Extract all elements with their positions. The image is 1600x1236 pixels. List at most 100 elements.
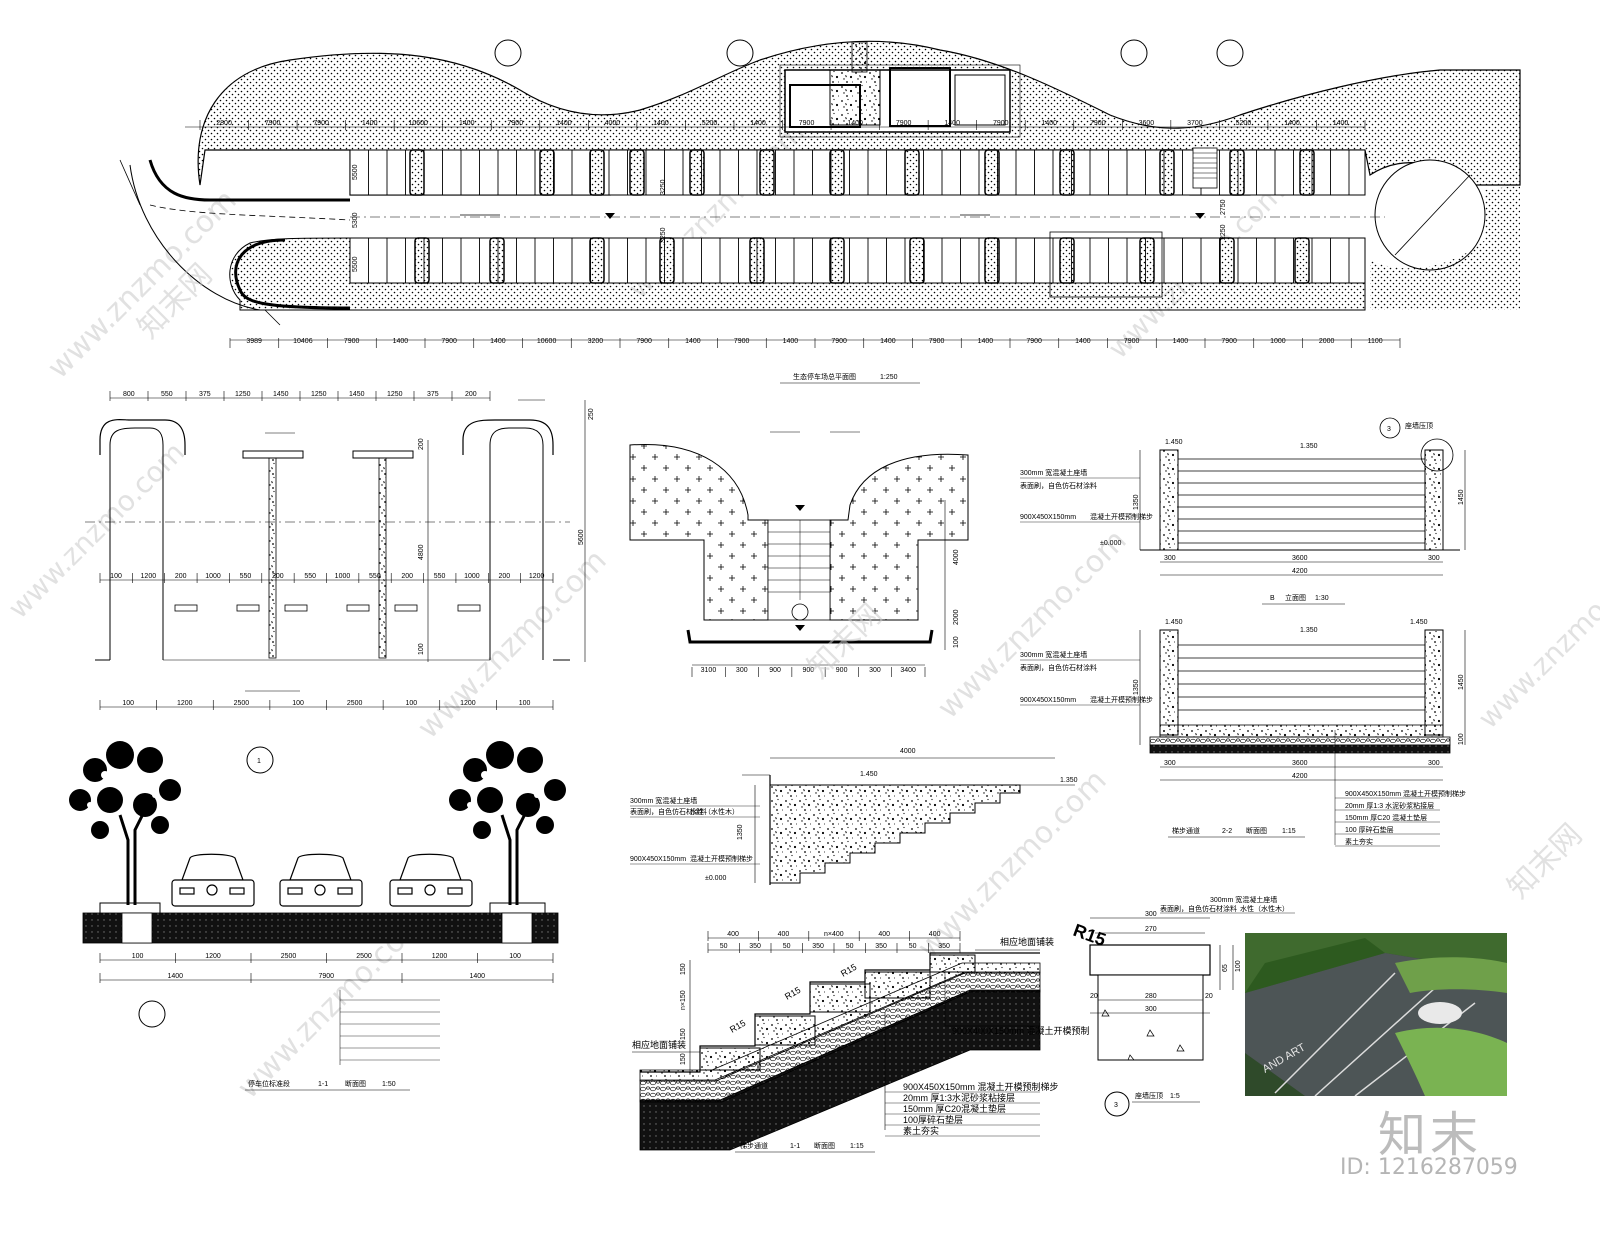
stair-plan-dim: 3100	[701, 667, 717, 674]
plan-dim-top: 7900	[896, 120, 912, 127]
plan-dim-bottom: 3989	[246, 338, 262, 345]
stair-section-note: 混凝土开模预制梯步	[690, 854, 753, 863]
s22-dim: 300	[1428, 760, 1440, 767]
elev-title: B	[1270, 595, 1275, 602]
plan-dim-bottom: 1400	[978, 338, 994, 345]
step-right-label: 900X400X150mm 混凝土开模预制	[952, 1025, 1090, 1036]
step-sub-dim: 350	[875, 943, 887, 950]
car-icon	[389, 853, 473, 907]
sec11-mid-dim: 1000	[464, 573, 480, 580]
s22-dim: 3600	[1292, 760, 1308, 767]
plan-lane-dim: 3250	[660, 227, 667, 243]
plan-dim-bottom: 1400	[880, 338, 896, 345]
step-top-dim: n×400	[824, 931, 844, 938]
step-layer-note: 100厚碎石垫层	[903, 1114, 963, 1125]
stair-plan-dim: 900	[769, 667, 781, 674]
step-height-dim: 150	[680, 1028, 687, 1040]
s22-note: 900X450X150mm	[1020, 697, 1076, 704]
plan-title: 生态停车场总平面图	[793, 372, 856, 381]
sec11-top-dim: 550	[161, 391, 173, 398]
plan-dim-top: 1400	[1041, 120, 1057, 127]
step-top-dim: 400	[727, 931, 739, 938]
s22-level: 1.350	[1300, 627, 1318, 634]
plan-dim-bottom: 10600	[537, 338, 557, 345]
s22-layer-note: 20mm 厚1:3 水泥砂浆粘接层	[1345, 801, 1434, 810]
s22-layer-note: 150mm 厚C20 混凝土垫层	[1345, 813, 1427, 822]
parking-stalls-north	[349, 149, 1350, 196]
section-marker-label: 1	[257, 758, 261, 765]
plan-lane-dim: 2750	[1220, 199, 1227, 215]
sec11-bot-dim: 100	[405, 700, 417, 707]
step-radius: R15	[839, 962, 858, 979]
step-radius: R15	[783, 985, 802, 1002]
sec11-base-dim: 2500	[356, 953, 372, 960]
stair-plan-dim: 3400	[900, 667, 916, 674]
stair-section-title: 梯步通道	[740, 1141, 768, 1150]
coping-dim: 270	[1145, 926, 1157, 933]
sec11-side-dim: 200	[418, 438, 425, 450]
coping-note: 表面刷，自色仿石材涂料	[1160, 904, 1237, 913]
s22-note: 表面刷，自色仿石材涂料	[1020, 663, 1097, 672]
sec11-mid-dim: 1200	[141, 573, 157, 580]
plan-lane-dim: 5300	[352, 212, 359, 228]
plan-dim-bottom: 7900	[441, 338, 457, 345]
plan-dim-bottom: 2000	[1319, 338, 1335, 345]
sec11-top-dim: 375	[199, 391, 211, 398]
plan-dim-top: 7900	[265, 120, 281, 127]
stair-section-top-dim: 4000	[900, 748, 916, 755]
plan-dim-top: 5200	[1236, 120, 1252, 127]
elev-dim: 300	[1164, 555, 1176, 562]
s22-layer-note: 100 厚碎石垫层	[1345, 825, 1394, 834]
plan-dim-bottom: 1400	[685, 338, 701, 345]
sec11-side-dim: 5600	[578, 529, 585, 545]
s22-layer-note: 素土夯实	[1345, 837, 1373, 846]
sec11-mid-dim: 100	[110, 573, 122, 580]
coping-dim: 300	[1145, 1006, 1157, 1013]
stair-plan-dim: 300	[736, 667, 748, 674]
sec11-base-dim: 100	[132, 953, 144, 960]
step-left-label: 相应地面铺装	[632, 1039, 686, 1050]
sec11-mid-dim: 1000	[335, 573, 351, 580]
sec11-bot-dim: 100	[122, 700, 134, 707]
section11-sub: 1-1	[318, 1081, 328, 1088]
stair-section-level: 1.450	[860, 771, 878, 778]
elev-height: 1450	[1458, 489, 1465, 505]
coping-note: 300mm 宽混凝土座墙	[1210, 895, 1277, 904]
toilet-building	[784, 69, 1011, 133]
sec11-base-total: 1400	[168, 973, 184, 980]
s22-height: 1450	[1458, 674, 1465, 690]
plan-dim-top: 1400	[459, 120, 475, 127]
plan-dim-bottom: 1400	[1173, 338, 1189, 345]
coping-title: 座墙压顶	[1135, 1091, 1163, 1100]
plan-dim-top: 1400	[556, 120, 572, 127]
stall-section-11: 1	[69, 741, 566, 1091]
step-layer-note: 150mm 厚C20混凝土垫层	[903, 1103, 1006, 1114]
plan-dim-top: 1400	[750, 120, 766, 127]
step-sub-dim: 50	[909, 943, 917, 950]
elev-note: 300mm 宽混凝土座墙	[1020, 468, 1087, 477]
sec11-top-dim: 375	[427, 391, 439, 398]
parking-stalls-south	[349, 237, 1350, 284]
s22-title: 梯步通道	[1172, 826, 1200, 835]
step-radius: R15	[728, 1018, 747, 1035]
step-sub-dim: 50	[720, 943, 728, 950]
plan-dim-top: 1400	[653, 120, 669, 127]
step-sub-dim: 50	[846, 943, 854, 950]
coping-dim: 280	[1145, 993, 1157, 1000]
sec11-bot-dim: 2500	[234, 700, 250, 707]
elev-height: 1350	[1133, 494, 1140, 510]
sec11-top-dim: 1250	[387, 391, 403, 398]
elev-level: 1.450	[1165, 439, 1183, 446]
sec11-base-total: 1400	[470, 973, 486, 980]
plan-dim-top: 1400	[944, 120, 960, 127]
s22-note: 混凝土开模预制梯步	[1090, 695, 1153, 704]
coping-note: 水性（水性木）	[1240, 904, 1289, 913]
sec11-mid-dim: 200	[401, 573, 413, 580]
coping-height: 65	[1222, 964, 1229, 972]
sec11-bot-dim: 100	[292, 700, 304, 707]
step-layer-note: 900X450X150mm 混凝土开模预制梯步	[903, 1081, 1059, 1092]
